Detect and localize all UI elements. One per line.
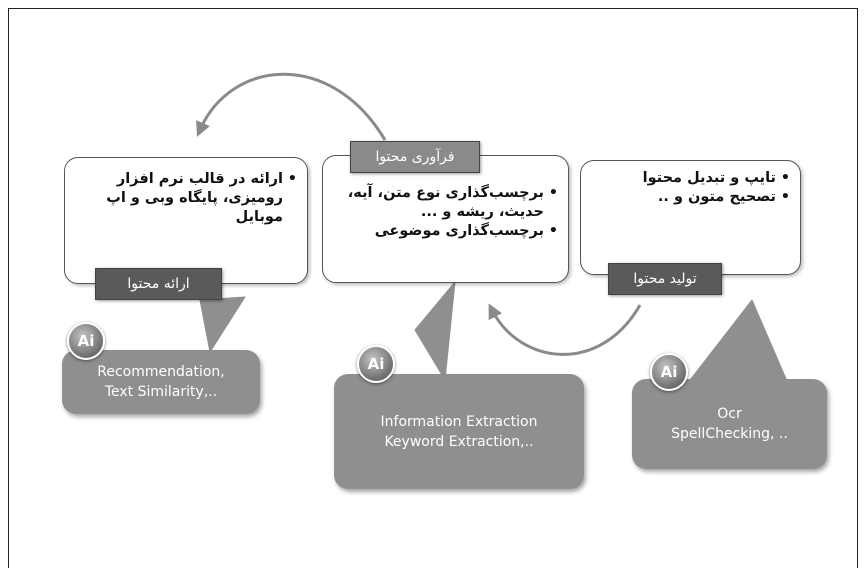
ai-badge-icon: Ai (650, 353, 688, 391)
card-bullets: ارائه در قالب نرم افزار رومیزی، پایگاه و… (75, 170, 297, 227)
bullet-item: ارائه در قالب نرم افزار رومیزی، پایگاه و… (75, 170, 297, 227)
bubble-line: Information Extraction (380, 413, 538, 430)
bubble-line: Ocr (717, 406, 742, 422)
bullet-item: تایپ و تبدیل محتوا (591, 169, 790, 188)
bullet-item: تصحیح متون و .. (591, 188, 790, 207)
ai-bubble-processing: Information Extraction Keyword Extractio… (334, 374, 584, 489)
diagram-frame (8, 8, 858, 568)
bullet-item: برچسب‌گذاری موضوعی (333, 222, 558, 241)
ai-badge-icon: Ai (67, 322, 105, 360)
tail-middle-bubble (414, 281, 456, 381)
bubble-line: Recommendation, (97, 364, 225, 380)
bubble-line: SpellChecking, .. (671, 426, 788, 442)
card-content-processing: برچسب‌گذاری نوع متن، آیه، حدیث، ریشه و .… (322, 155, 569, 283)
tag-content-production: تولید محتوا (608, 263, 722, 295)
tail-left-bubble (199, 296, 246, 353)
ai-bubble-production: Ocr SpellChecking, .. (632, 379, 827, 469)
tag-content-processing: فرآوری محتوا (350, 141, 480, 173)
card-content-presentation: ارائه در قالب نرم افزار رومیزی، پایگاه و… (64, 157, 308, 284)
card-content-production: تایپ و تبدیل محتوا تصحیح متون و .. (580, 160, 801, 275)
bubble-line: Text Similarity,.. (104, 384, 218, 400)
bubble-line: Keyword Extraction,.. (384, 433, 534, 450)
card-bullets: تایپ و تبدیل محتوا تصحیح متون و .. (591, 169, 790, 207)
card-bullets: برچسب‌گذاری نوع متن، آیه، حدیث، ریشه و .… (333, 184, 558, 241)
ai-badge-icon: Ai (357, 345, 395, 383)
arrow-processing-to-presentation (196, 72, 387, 141)
bullet-item: برچسب‌گذاری نوع متن، آیه، حدیث، ریشه و .… (333, 184, 558, 222)
tail-right-bubble (689, 299, 791, 389)
ai-bubble-presentation: Recommendation, Text Similarity,.. (62, 350, 260, 414)
tag-content-presentation: ارائه محتوا (95, 268, 222, 300)
arrow-production-to-processing (488, 303, 642, 356)
